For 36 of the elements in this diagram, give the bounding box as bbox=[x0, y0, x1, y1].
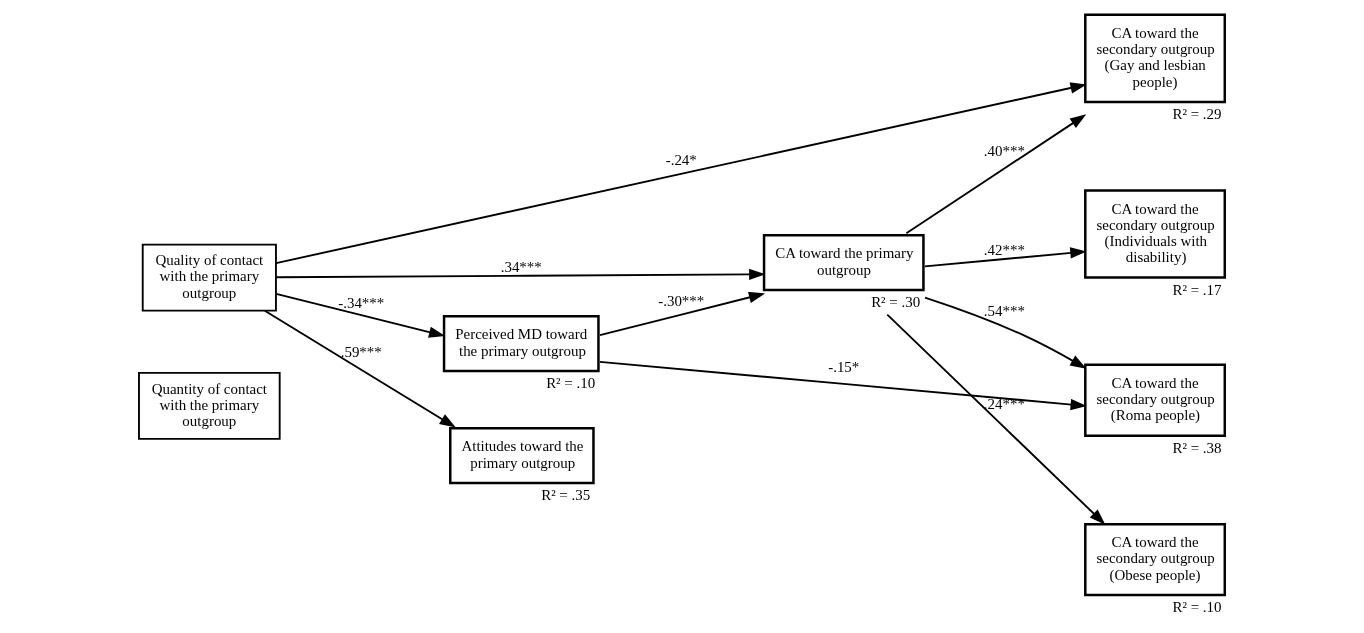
node-box: CA toward the secondary outgroup (Individuals with disability) bbox=[1083, 189, 1226, 279]
node-box: Quantity of contact with the primary outgroup bbox=[137, 371, 281, 440]
node-box: CA toward the secondary outgroup (Gay and lesbian people) bbox=[1083, 13, 1226, 104]
arrow bbox=[275, 268, 765, 281]
arrow bbox=[274, 293, 445, 338]
arrow bbox=[598, 360, 1087, 411]
node-box: Perceived MD toward the primary outgroup bbox=[442, 314, 600, 373]
edge-label: -.24* bbox=[665, 152, 697, 169]
node-label: R² = .38 bbox=[1171, 439, 1221, 456]
node-label: R² = .29 bbox=[1171, 105, 1221, 122]
node-label: R² = .30 bbox=[870, 293, 920, 310]
edge-label: .34*** bbox=[500, 259, 542, 276]
edge-label: -.34*** bbox=[337, 295, 384, 312]
arrow bbox=[923, 247, 1086, 268]
edge-label: .40*** bbox=[983, 143, 1025, 160]
edge-label: -.15* bbox=[827, 358, 859, 375]
arrow bbox=[274, 82, 1087, 265]
arrow bbox=[598, 291, 765, 337]
arrow bbox=[904, 114, 1086, 235]
node-box: CA toward the primary outgroup bbox=[762, 234, 925, 292]
arrow bbox=[923, 296, 1086, 369]
node-label: R² = .17 bbox=[1171, 281, 1221, 298]
edge-label: .59*** bbox=[340, 343, 382, 360]
node-label: R² = .10 bbox=[1171, 599, 1221, 616]
edge-label: .54*** bbox=[983, 302, 1025, 319]
edge-label: .42*** bbox=[983, 241, 1025, 258]
node-label: R² = .35 bbox=[540, 486, 590, 503]
edge-label: .24*** bbox=[983, 396, 1025, 413]
arrow bbox=[885, 313, 1105, 525]
node-box: CA toward the secondary outgroup (Obese people) bbox=[1083, 522, 1226, 597]
arrow bbox=[263, 309, 456, 428]
node-box: Attitudes toward the primary outgroup bbox=[448, 427, 595, 485]
node-box: Quality of contact with the primary outgroup bbox=[141, 243, 277, 312]
node-box: CA toward the secondary outgroup (Roma people) bbox=[1083, 363, 1226, 437]
node-label: R² = .10 bbox=[545, 374, 595, 391]
edge-label: -.30*** bbox=[657, 292, 704, 309]
